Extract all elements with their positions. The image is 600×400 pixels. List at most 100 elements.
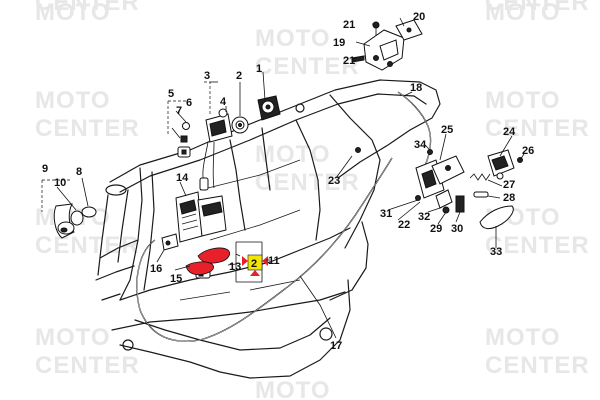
watermark-center: CENTER bbox=[255, 169, 360, 196]
watermark-moto: MOTO bbox=[255, 141, 331, 168]
callout-label: 9 bbox=[42, 163, 48, 175]
frame-backbone bbox=[109, 79, 441, 183]
callout-label: 16 bbox=[150, 263, 162, 275]
part-30-screw bbox=[455, 195, 465, 213]
part-8-cover bbox=[81, 206, 97, 218]
callout-label: 31 bbox=[380, 208, 392, 220]
watermark-moto: MOTO bbox=[485, 324, 561, 351]
part-24-latch bbox=[487, 149, 515, 180]
frame-headstock-ring bbox=[105, 184, 127, 196]
watermark-center: CENTER bbox=[485, 352, 590, 379]
callout-label: 11 bbox=[268, 255, 280, 267]
part-6-nut bbox=[182, 122, 190, 130]
part-29-bolt bbox=[442, 206, 450, 214]
latch-group bbox=[415, 149, 523, 230]
frame-lower-rail-2 bbox=[111, 291, 346, 331]
watermark-moto: MOTO bbox=[35, 0, 111, 26]
callout-labels: 1 2 3 4 5 6 7 8 9 10 11 13 14 15 16 17 1… bbox=[42, 11, 534, 352]
callout-label: 18 bbox=[410, 82, 422, 94]
part-14-control-box bbox=[175, 191, 227, 243]
callout-label: 8 bbox=[76, 166, 82, 178]
watermark-center: CENTER bbox=[485, 232, 590, 259]
watermark-moto: MOTO bbox=[255, 377, 331, 400]
callout-label: 19 bbox=[333, 37, 345, 49]
part-19-bracket bbox=[363, 29, 405, 71]
part-4-washer bbox=[218, 108, 228, 118]
part-5-bolt bbox=[180, 135, 188, 143]
ecu-group bbox=[161, 191, 227, 279]
frame-rear-cross-2 bbox=[295, 119, 321, 241]
cable-main-inner bbox=[136, 157, 393, 342]
frame-pivot-hole bbox=[319, 327, 333, 341]
part-22-nut bbox=[415, 195, 421, 201]
part-3-switch-block bbox=[199, 113, 233, 191]
part-16-connector bbox=[161, 233, 179, 251]
cable-17 bbox=[136, 157, 393, 342]
callout-box: 2 bbox=[235, 241, 268, 283]
part-33-pad bbox=[479, 205, 514, 230]
part-7-clip bbox=[177, 146, 191, 158]
watermark-moto: MOTO bbox=[35, 324, 111, 351]
part-23-fastener bbox=[355, 147, 361, 153]
callout-label: 34 bbox=[414, 139, 427, 151]
part-28-pin bbox=[473, 191, 489, 198]
callout-label: 1 bbox=[256, 63, 262, 75]
callout-label: 5 bbox=[168, 88, 174, 100]
callout-label: 25 bbox=[441, 124, 453, 136]
frame-seat-support bbox=[229, 127, 271, 231]
frame-floor bbox=[119, 279, 351, 379]
highlight-marker-left bbox=[242, 256, 248, 266]
callout-label: 27 bbox=[503, 179, 515, 191]
callout-label: 22 bbox=[398, 219, 410, 231]
callout-label: 28 bbox=[503, 192, 515, 204]
part-32-link bbox=[435, 189, 453, 209]
part-1-switch bbox=[257, 95, 281, 121]
watermark-moto: MOTO bbox=[255, 25, 331, 52]
part-25-lever bbox=[431, 155, 465, 185]
part-2-knob bbox=[231, 116, 249, 134]
callout-label: 4 bbox=[220, 96, 227, 108]
watermark-moto: MOTO bbox=[35, 87, 111, 114]
part-9-horn bbox=[53, 203, 75, 239]
callout-label: 13 bbox=[229, 261, 241, 273]
part-20-plate bbox=[395, 19, 423, 41]
horn-group bbox=[53, 203, 97, 239]
frame-downtube-2 bbox=[143, 171, 155, 291]
watermark-moto: MOTO bbox=[485, 0, 561, 26]
frame-headstock bbox=[97, 189, 129, 276]
part-10-grommet bbox=[70, 210, 84, 226]
watermark-center: CENTER bbox=[35, 0, 140, 16]
bracket-group bbox=[351, 19, 423, 71]
watermark-center: CENTER bbox=[485, 115, 590, 142]
callout-label: 3 bbox=[204, 70, 210, 82]
frame-pivot-hole bbox=[122, 339, 134, 351]
switch-group bbox=[177, 95, 281, 191]
callout-label: 10 bbox=[54, 177, 66, 189]
highlighted-part-base bbox=[185, 261, 214, 276]
callout-label: 23 bbox=[328, 175, 340, 187]
watermark-center: CENTER bbox=[35, 115, 140, 142]
highlighted-part bbox=[185, 247, 230, 276]
part-21-screw bbox=[351, 55, 365, 63]
callout-label: 17 bbox=[330, 340, 342, 352]
cable-18 bbox=[397, 91, 432, 169]
highlight-marker-bottom bbox=[250, 270, 260, 276]
chassis-frame bbox=[95, 79, 441, 379]
callout-label: 30 bbox=[451, 223, 463, 235]
callout-label: 21 bbox=[343, 55, 355, 67]
frame-rear-cross bbox=[329, 94, 381, 249]
callout-label: 20 bbox=[413, 11, 425, 23]
frame-front-cross bbox=[95, 239, 139, 301]
watermark-moto: MOTO bbox=[485, 87, 561, 114]
callout-label: 14 bbox=[176, 172, 189, 184]
frame-floor-2 bbox=[134, 317, 331, 351]
watermark-center: CENTER bbox=[255, 53, 360, 80]
highlighted-part-body bbox=[197, 247, 230, 264]
callout-label: 2 bbox=[236, 70, 242, 82]
callout-label: 7 bbox=[176, 105, 182, 117]
callout-label: 32 bbox=[418, 211, 430, 223]
callout-label: 26 bbox=[522, 145, 534, 157]
frame-rear-bracket bbox=[329, 221, 369, 301]
part-34-bolt bbox=[427, 149, 433, 155]
